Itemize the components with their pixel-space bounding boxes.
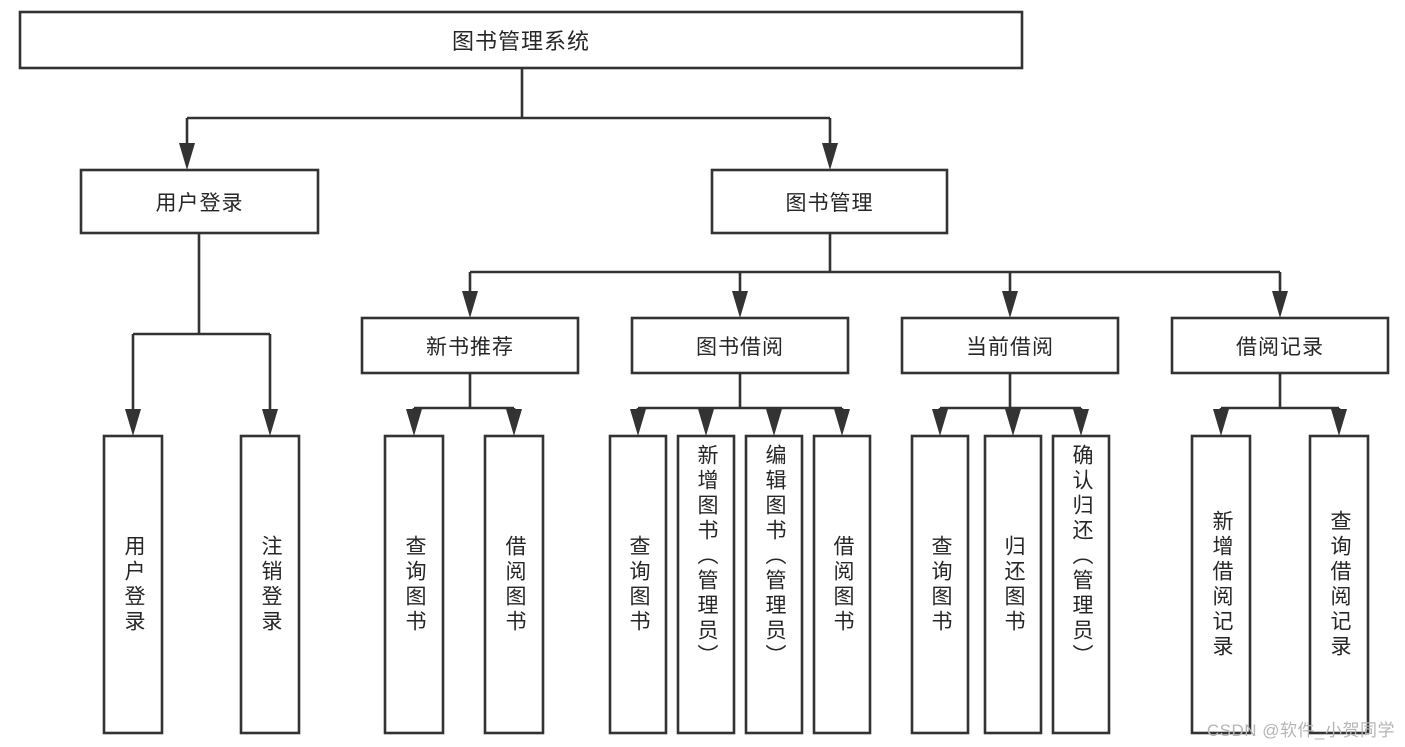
node-box-leaf-logout[interactable] — [239, 434, 301, 735]
arrow-head-current-borrow — [1002, 291, 1018, 318]
node-box-leaf-edit-book-admin[interactable] — [744, 434, 804, 735]
connector-book-manage-to-level2 — [462, 233, 1288, 318]
arrow-head-leaf-confirm-return-admin — [1073, 409, 1089, 436]
node-box-book-borrow[interactable] — [630, 316, 850, 375]
arrow-head-leaf-add-book-admin — [698, 409, 714, 436]
arrow-head-leaf-query-book-new — [406, 409, 422, 436]
arrow-head-new-book-recommend — [462, 291, 478, 318]
node-box-leaf-query-book-current[interactable] — [910, 434, 970, 735]
arrow-head-leaf-return-book — [1005, 409, 1021, 436]
node-box-leaf-confirm-return-admin[interactable] — [1051, 434, 1111, 735]
node-box-leaf-borrow-book-new[interactable] — [483, 434, 545, 735]
arrow-head-leaf-add-borrow-record — [1213, 409, 1229, 436]
node-box-new-book-recommend[interactable] — [360, 316, 580, 375]
arrow-head-leaf-query-book-borrow — [630, 409, 646, 436]
node-box-leaf-borrow-book[interactable] — [812, 434, 872, 735]
arrow-head-book-borrow — [732, 291, 748, 318]
connector-book-borrow-to-leaves — [630, 373, 850, 436]
node-box-book-manage[interactable] — [710, 168, 949, 235]
node-box-leaf-query-borrow-record[interactable] — [1308, 434, 1370, 735]
node-box-leaf-query-book-new[interactable] — [383, 434, 445, 735]
arrow-head-leaf-logout — [262, 409, 278, 436]
node-box-leaf-return-book[interactable] — [983, 434, 1043, 735]
arrow-head-leaf-query-borrow-record — [1331, 409, 1347, 436]
arrow-head-leaf-borrow-book — [834, 409, 850, 436]
arrow-head-borrow-record — [1272, 291, 1288, 318]
connector-current-borrow-to-leaves — [932, 373, 1089, 436]
arrow-head-leaf-edit-book-admin — [766, 409, 782, 436]
node-box-root[interactable] — [18, 10, 1024, 70]
arrow-head-user-login — [179, 143, 195, 170]
arrow-head-leaf-user-login — [125, 409, 141, 436]
node-box-current-borrow[interactable] — [900, 316, 1120, 375]
node-box-user-login[interactable] — [79, 168, 320, 235]
node-box-leaf-query-book-borrow[interactable] — [608, 434, 668, 735]
node-box-leaf-user-login[interactable] — [102, 434, 164, 735]
arrow-head-leaf-borrow-book-new — [506, 409, 522, 436]
arrow-head-book-manage — [822, 143, 838, 170]
node-box-leaf-add-borrow-record[interactable] — [1190, 434, 1252, 735]
node-box-borrow-record[interactable] — [1170, 316, 1390, 375]
arrow-head-leaf-query-book-current — [932, 409, 948, 436]
node-box-leaf-add-book-admin[interactable] — [676, 434, 736, 735]
connector-new-book-recommend-to-leaves — [406, 373, 522, 436]
connector-user-login-to-leaves — [125, 233, 278, 436]
connector-borrow-record-to-leaves — [1213, 373, 1347, 436]
connector-root-to-level1 — [179, 68, 838, 170]
